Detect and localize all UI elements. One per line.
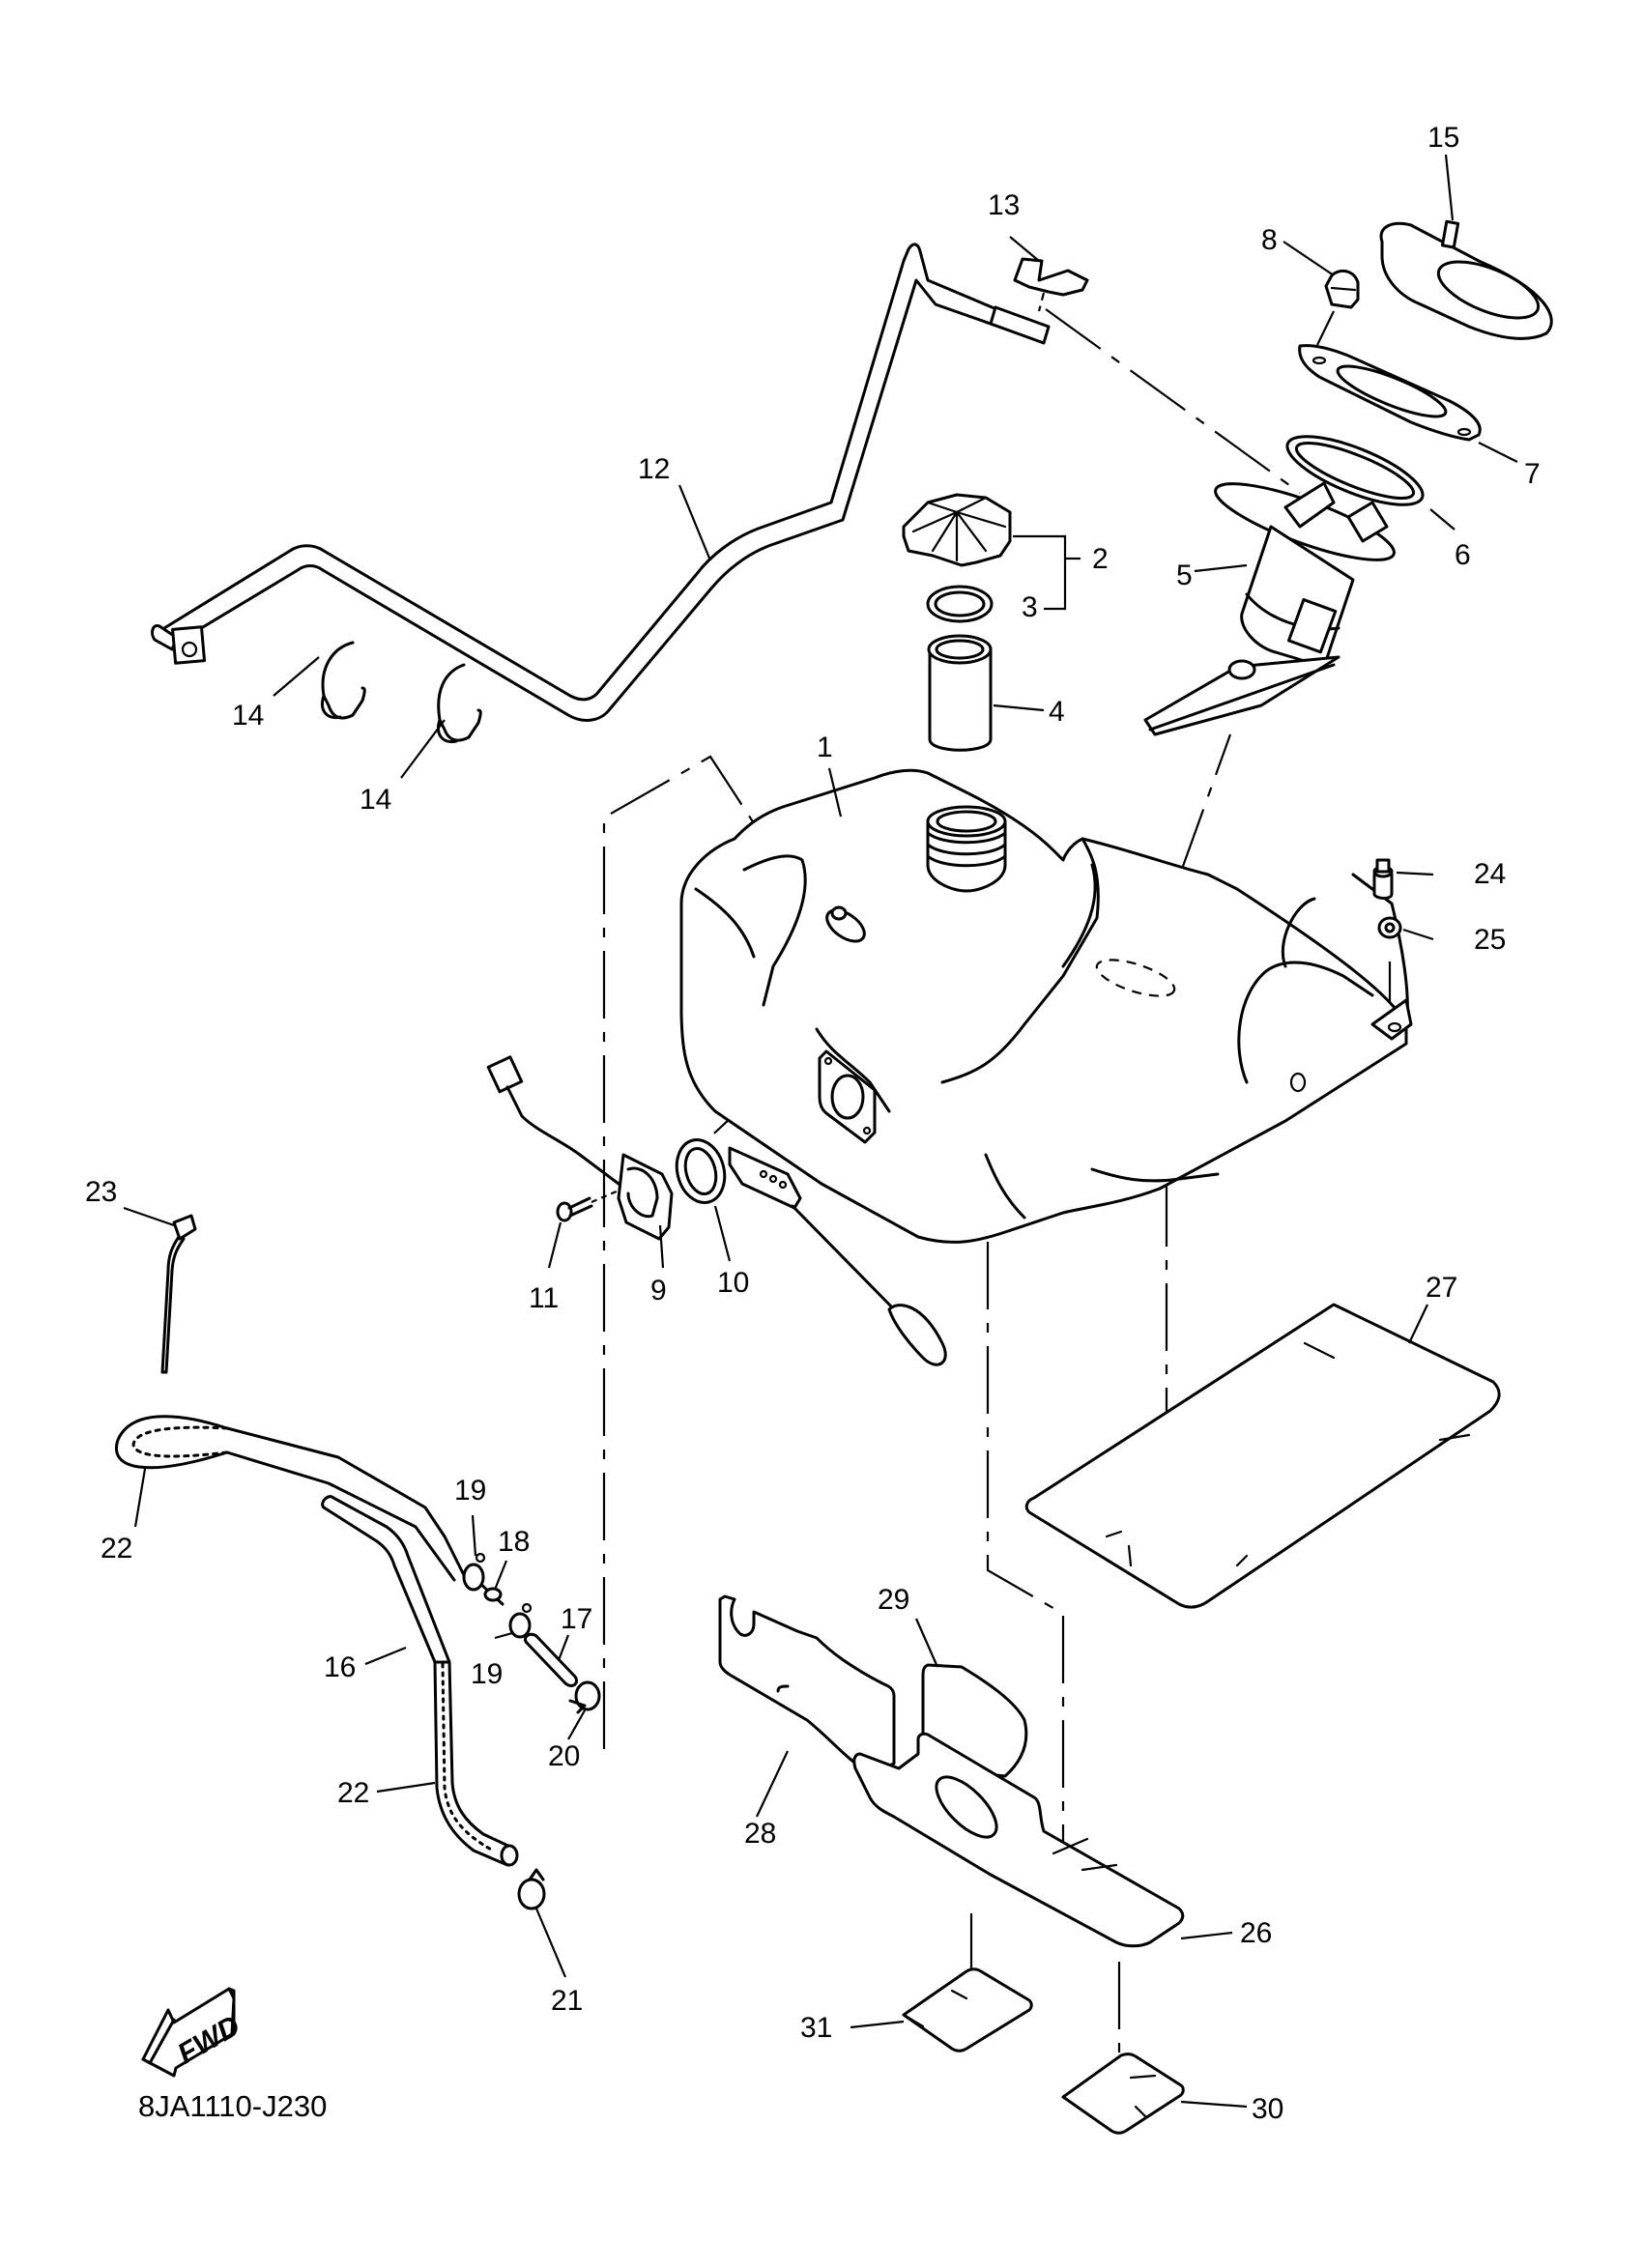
rear-mount-tab [1370,998,1413,1041]
callout-28: 28 [744,1818,776,1850]
clip-20[interactable] [568,1680,601,1714]
callout-19a: 19 [454,1475,486,1507]
damper-31[interactable] [902,1967,1033,2053]
breather-hose-upper[interactable] [225,1426,466,1582]
callout-9: 9 [650,1275,667,1306]
bracket-2-3 [1013,534,1067,611]
breather-hose-16[interactable] [321,1495,451,1664]
leader-lines [123,154,1518,2109]
vent-fitting [825,905,866,943]
fuel-cap[interactable] [902,493,1012,567]
guide-line-hose-to-pump [1045,308,1301,494]
nut[interactable] [1324,269,1360,309]
forward-direction-arrow: FWD [141,1987,245,2078]
fuel-hose-connector [151,623,207,665]
callout-21: 21 [551,1985,583,2017]
clip-21[interactable] [517,1868,546,1910]
callout-20: 20 [548,1740,580,1772]
callout-labels: 1 2 3 4 5 6 7 8 9 10 11 12 13 14 14 15 1… [85,122,1541,2125]
connector-clip[interactable] [1013,257,1089,297]
callout-5: 5 [1176,560,1193,591]
callout-18: 18 [498,1526,530,1558]
fuel-pump[interactable] [1143,470,1401,736]
diagram-code: 8JA1110-J230 [138,2089,327,2123]
callout-14b: 14 [360,784,391,816]
pump-gasket[interactable] [1280,423,1430,519]
callout-8: 8 [1261,224,1278,256]
cable-tie[interactable] [160,1214,197,1374]
joint-18[interactable] [476,1580,504,1606]
callout-22a: 22 [101,1533,132,1565]
damper-plate[interactable] [1024,1303,1501,1609]
callout-23: 23 [85,1176,117,1208]
washer[interactable] [1377,916,1402,939]
callout-13: 13 [988,189,1020,221]
pump-plate[interactable] [1298,344,1482,442]
callout-30: 30 [1252,2093,1283,2125]
callout-4: 4 [1049,696,1065,728]
callout-15: 15 [1427,122,1459,154]
callout-10: 10 [717,1267,749,1299]
protector-22[interactable] [433,1660,519,1867]
screw[interactable] [556,1196,593,1222]
fuel-tank[interactable] [679,768,1413,1244]
retaining-ring[interactable] [1379,219,1553,340]
callout-17: 17 [561,1603,592,1635]
fuel-sender-connector [486,1055,620,1186]
protector-loop[interactable] [115,1415,229,1470]
hose-clamp[interactable] [321,641,366,720]
callout-29: 29 [878,1584,909,1616]
callout-16: 16 [324,1651,356,1683]
clip-19[interactable] [508,1602,533,1639]
callout-3: 3 [1022,591,1038,623]
callout-14a: 14 [232,700,264,732]
fuel-level-sender[interactable] [728,1146,947,1366]
sender-gasket[interactable] [670,1134,731,1208]
shield-28[interactable] [718,1594,896,1775]
callout-12: 12 [638,453,670,485]
fuel-hose[interactable] [162,243,1028,722]
quick-connector [989,305,1051,345]
callout-25: 25 [1474,924,1506,956]
bolt[interactable] [1372,858,1394,900]
filler-neck [926,805,1007,893]
callout-24: 24 [1474,858,1506,890]
callout-11: 11 [529,1282,559,1314]
callout-6: 6 [1455,539,1471,571]
sender-mount-flange [818,1049,877,1144]
callout-19b: 19 [471,1658,503,1690]
filler-strainer[interactable] [927,634,993,752]
heat-shield-26[interactable] [852,1732,1185,1948]
clip-19[interactable] [462,1552,486,1592]
callout-1: 1 [817,732,833,763]
callout-7: 7 [1524,458,1541,490]
callout-22b: 22 [337,1777,369,1809]
hose-17[interactable] [523,1632,579,1687]
sender-cover[interactable] [617,1153,674,1241]
callout-26: 26 [1240,1917,1272,1949]
callout-31: 31 [800,2012,832,2044]
callout-2: 2 [1092,543,1109,575]
hose-clamp[interactable] [437,663,482,744]
pump-opening [1095,959,1176,997]
guide-line-shield-26 [986,1242,1065,1889]
callout-27: 27 [1426,1272,1457,1304]
damper-30[interactable] [1061,2053,1185,2135]
